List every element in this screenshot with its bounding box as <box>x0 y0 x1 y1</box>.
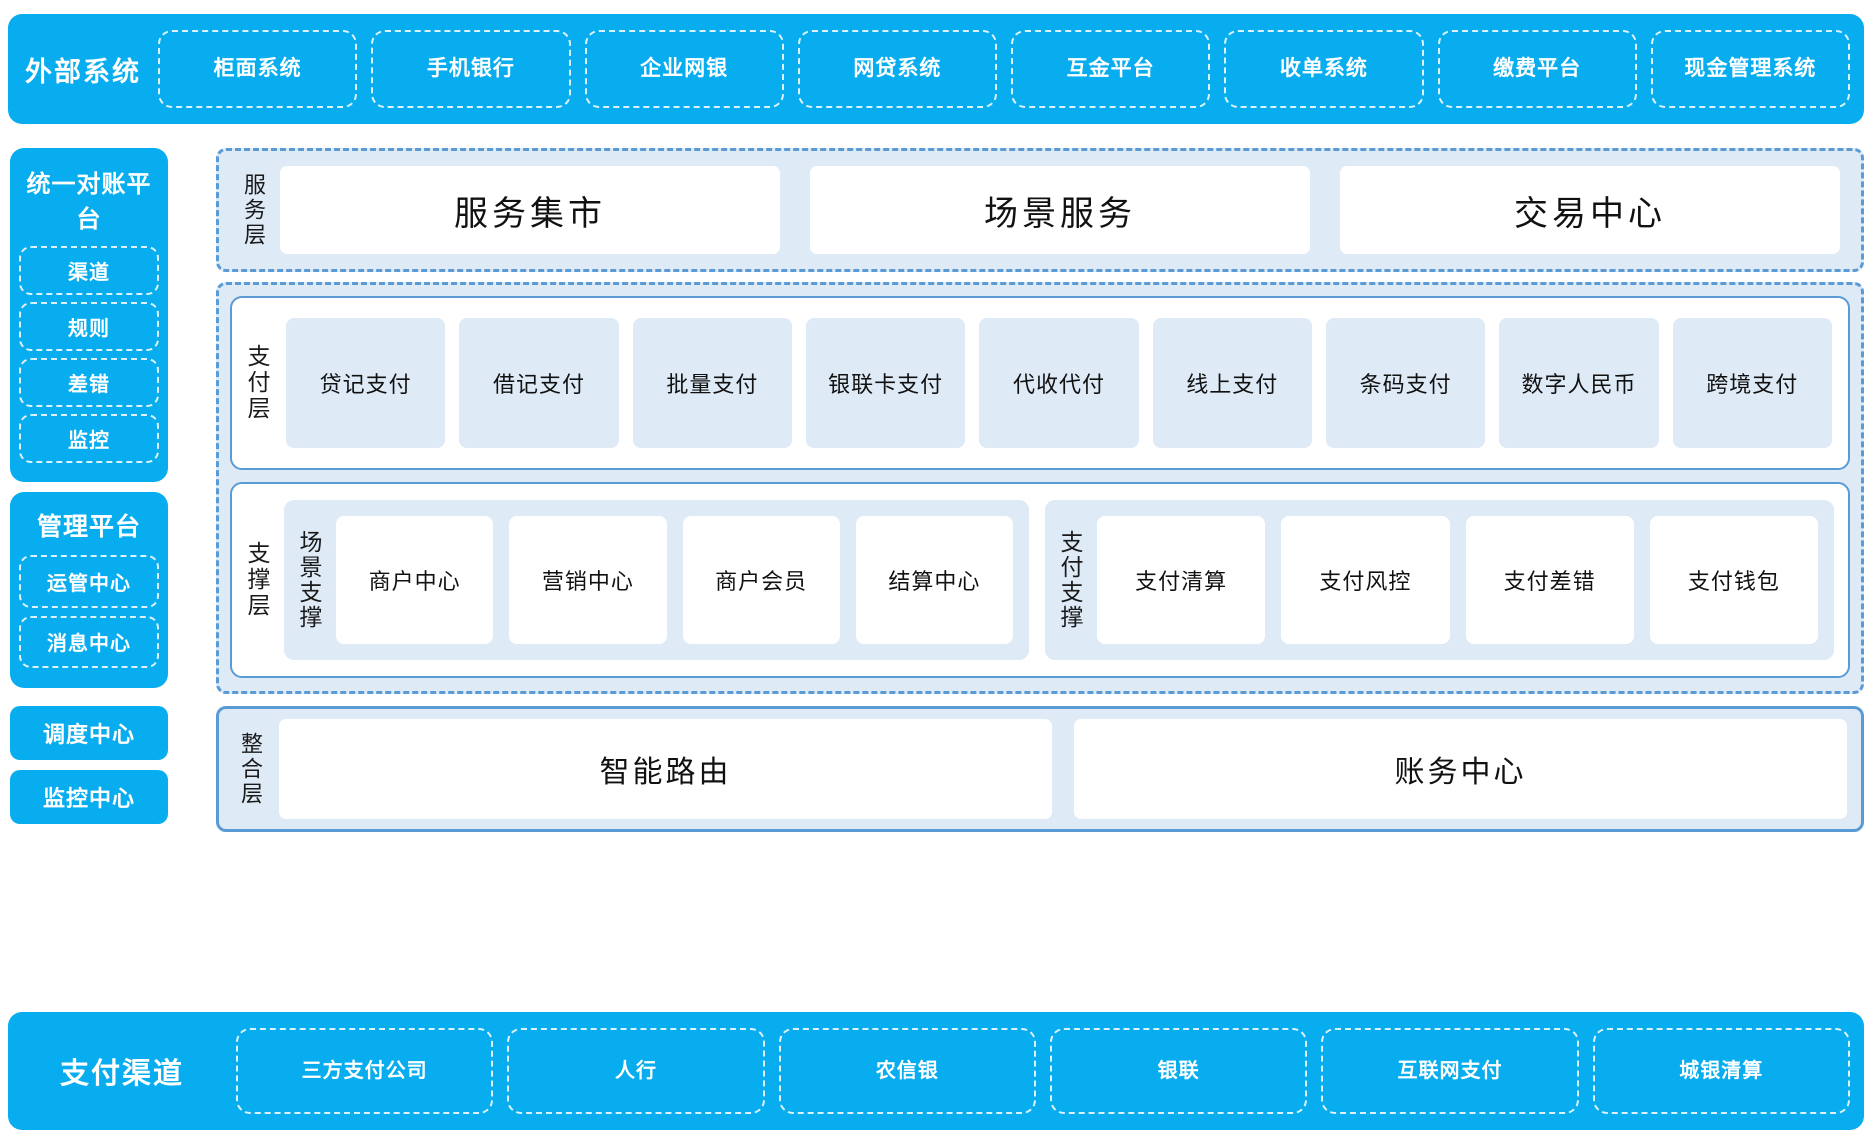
payment-tile-collect-pay[interactable]: 代收代付 <box>979 318 1139 448</box>
recon-item-error[interactable]: 差错 <box>19 358 159 407</box>
service-card-transaction[interactable]: 交易中心 <box>1340 166 1840 254</box>
support-layer-body: 场景支撑 商户中心 营销中心 商户会员 结算中心 支付支撑 支付清算 支付风控 … <box>282 484 1848 676</box>
support-layer-label: 支撑层 <box>244 541 270 619</box>
recon-item-monitor[interactable]: 监控 <box>19 414 159 463</box>
scenario-support-items: 商户中心 营销中心 商户会员 结算中心 <box>334 500 1029 660</box>
reconciliation-platform-card: 统一对账平台 渠道 规则 差错 监控 <box>10 148 168 482</box>
scenario-support-group: 场景支撑 商户中心 营销中心 商户会员 结算中心 <box>284 500 1029 660</box>
channel-item-third-party[interactable]: 三方支付公司 <box>236 1028 494 1114</box>
integration-layer-label: 整合层 <box>238 731 263 807</box>
payment-tile-unionpay-card[interactable]: 银联卡支付 <box>805 318 966 448</box>
integration-layer-cards: 智能路由 账务中心 <box>275 719 1847 819</box>
mgmt-item-operations-center[interactable]: 运管中心 <box>19 555 159 608</box>
payment-support-label: 支付支撑 <box>1057 530 1083 630</box>
service-layer-row: 服务层 服务集市 场景服务 交易中心 <box>230 160 1850 260</box>
payment-layer-tiles: 贷记支付 借记支付 批量支付 银联卡支付 代收代付 线上支付 条码支付 数字人民… <box>282 298 1848 468</box>
recon-item-rule[interactable]: 规则 <box>19 302 159 351</box>
support-tile-marketing-center[interactable]: 营销中心 <box>509 516 667 644</box>
payment-tile-batch[interactable]: 批量支付 <box>632 318 792 448</box>
external-system-item[interactable]: 柜面系统 <box>158 30 358 108</box>
payment-channels-band: 支付渠道 三方支付公司 人行 农信银 银联 互联网支付 城银清算 <box>8 1012 1864 1130</box>
payment-tile-debit[interactable]: 借记支付 <box>459 318 619 448</box>
integration-card-accounting[interactable]: 账务中心 <box>1074 719 1847 819</box>
support-tile-payment-clearing[interactable]: 支付清算 <box>1097 516 1266 644</box>
payment-tile-credit[interactable]: 贷记支付 <box>286 318 446 448</box>
payment-support-items: 支付清算 支付风控 支付差错 支付钱包 <box>1095 500 1834 660</box>
payment-layer-panel: 支付层 贷记支付 借记支付 批量支付 银联卡支付 代收代付 线上支付 条码支付 … <box>230 296 1850 470</box>
external-system-item[interactable]: 网贷系统 <box>797 30 997 108</box>
external-systems-title: 外部系统 <box>25 56 141 87</box>
external-system-item[interactable]: 缴费平台 <box>1437 30 1637 108</box>
payment-support-group: 支付支撑 支付清算 支付风控 支付差错 支付钱包 <box>1045 500 1834 660</box>
channel-item-internet-payment[interactable]: 互联网支付 <box>1321 1028 1579 1114</box>
payment-channels-items: 三方支付公司 人行 农信银 银联 互联网支付 城银清算 <box>236 1012 1864 1130</box>
recon-item-channel[interactable]: 渠道 <box>19 246 159 295</box>
service-layer-cards: 服务集市 场景服务 交易中心 <box>276 160 1850 260</box>
channel-item-rcc[interactable]: 农信银 <box>778 1028 1036 1114</box>
channel-item-unionpay[interactable]: 银联 <box>1049 1028 1308 1114</box>
payment-tile-online[interactable]: 线上支付 <box>1152 318 1312 448</box>
scenario-support-label: 场景支撑 <box>296 530 322 630</box>
support-tile-payment-error[interactable]: 支付差错 <box>1465 516 1634 644</box>
payment-tile-barcode[interactable]: 条码支付 <box>1325 318 1486 448</box>
external-system-item[interactable]: 收单系统 <box>1224 30 1424 108</box>
service-card-market[interactable]: 服务集市 <box>280 166 780 254</box>
management-platform-card: 管理平台 运管中心 消息中心 <box>10 492 168 688</box>
external-system-item[interactable]: 互金平台 <box>1011 30 1211 108</box>
external-systems-band: 外部系统 柜面系统 手机银行 企业网银 网贷系统 互金平台 收单系统 缴费平台 … <box>8 14 1864 124</box>
dispatch-center-card[interactable]: 调度中心 <box>10 706 168 760</box>
payment-tile-digital-rmb[interactable]: 数字人民币 <box>1499 318 1659 448</box>
payment-layer-label: 支付层 <box>244 344 270 422</box>
support-layer-panel: 支撑层 场景支撑 商户中心 营销中心 商户会员 结算中心 支付支撑 支付清算 支… <box>230 482 1850 678</box>
support-tile-payment-wallet[interactable]: 支付钱包 <box>1649 516 1818 644</box>
channel-item-pboc[interactable]: 人行 <box>507 1028 765 1114</box>
monitor-center-card[interactable]: 监控中心 <box>10 770 168 824</box>
payment-channels-title: 支付渠道 <box>59 1058 184 1090</box>
management-platform-title: 管理平台 <box>36 513 141 541</box>
reconciliation-platform-title: 统一对账平台 <box>26 171 152 233</box>
external-system-item[interactable]: 手机银行 <box>371 30 571 108</box>
support-tile-payment-risk[interactable]: 支付风控 <box>1281 516 1450 644</box>
channel-item-city-bank-clearing[interactable]: 城银清算 <box>1592 1028 1850 1114</box>
payment-tile-cross-border[interactable]: 跨境支付 <box>1672 318 1832 448</box>
external-system-item[interactable]: 企业网银 <box>584 30 784 108</box>
external-systems-items: 柜面系统 手机银行 企业网银 网贷系统 互金平台 收单系统 缴费平台 现金管理系… <box>158 14 1864 124</box>
support-tile-settlement-center[interactable]: 结算中心 <box>855 516 1013 644</box>
support-tile-merchant-member[interactable]: 商户会员 <box>682 516 840 644</box>
support-tile-merchant-center[interactable]: 商户中心 <box>336 516 494 644</box>
integration-card-smart-routing[interactable]: 智能路由 <box>279 719 1052 819</box>
external-system-item[interactable]: 现金管理系统 <box>1650 30 1850 108</box>
integration-layer-panel: 整合层 智能路由 账务中心 <box>216 706 1864 832</box>
mgmt-item-message-center[interactable]: 消息中心 <box>19 615 159 668</box>
service-layer-label: 服务层 <box>241 172 266 248</box>
service-card-scenario[interactable]: 场景服务 <box>810 166 1310 254</box>
